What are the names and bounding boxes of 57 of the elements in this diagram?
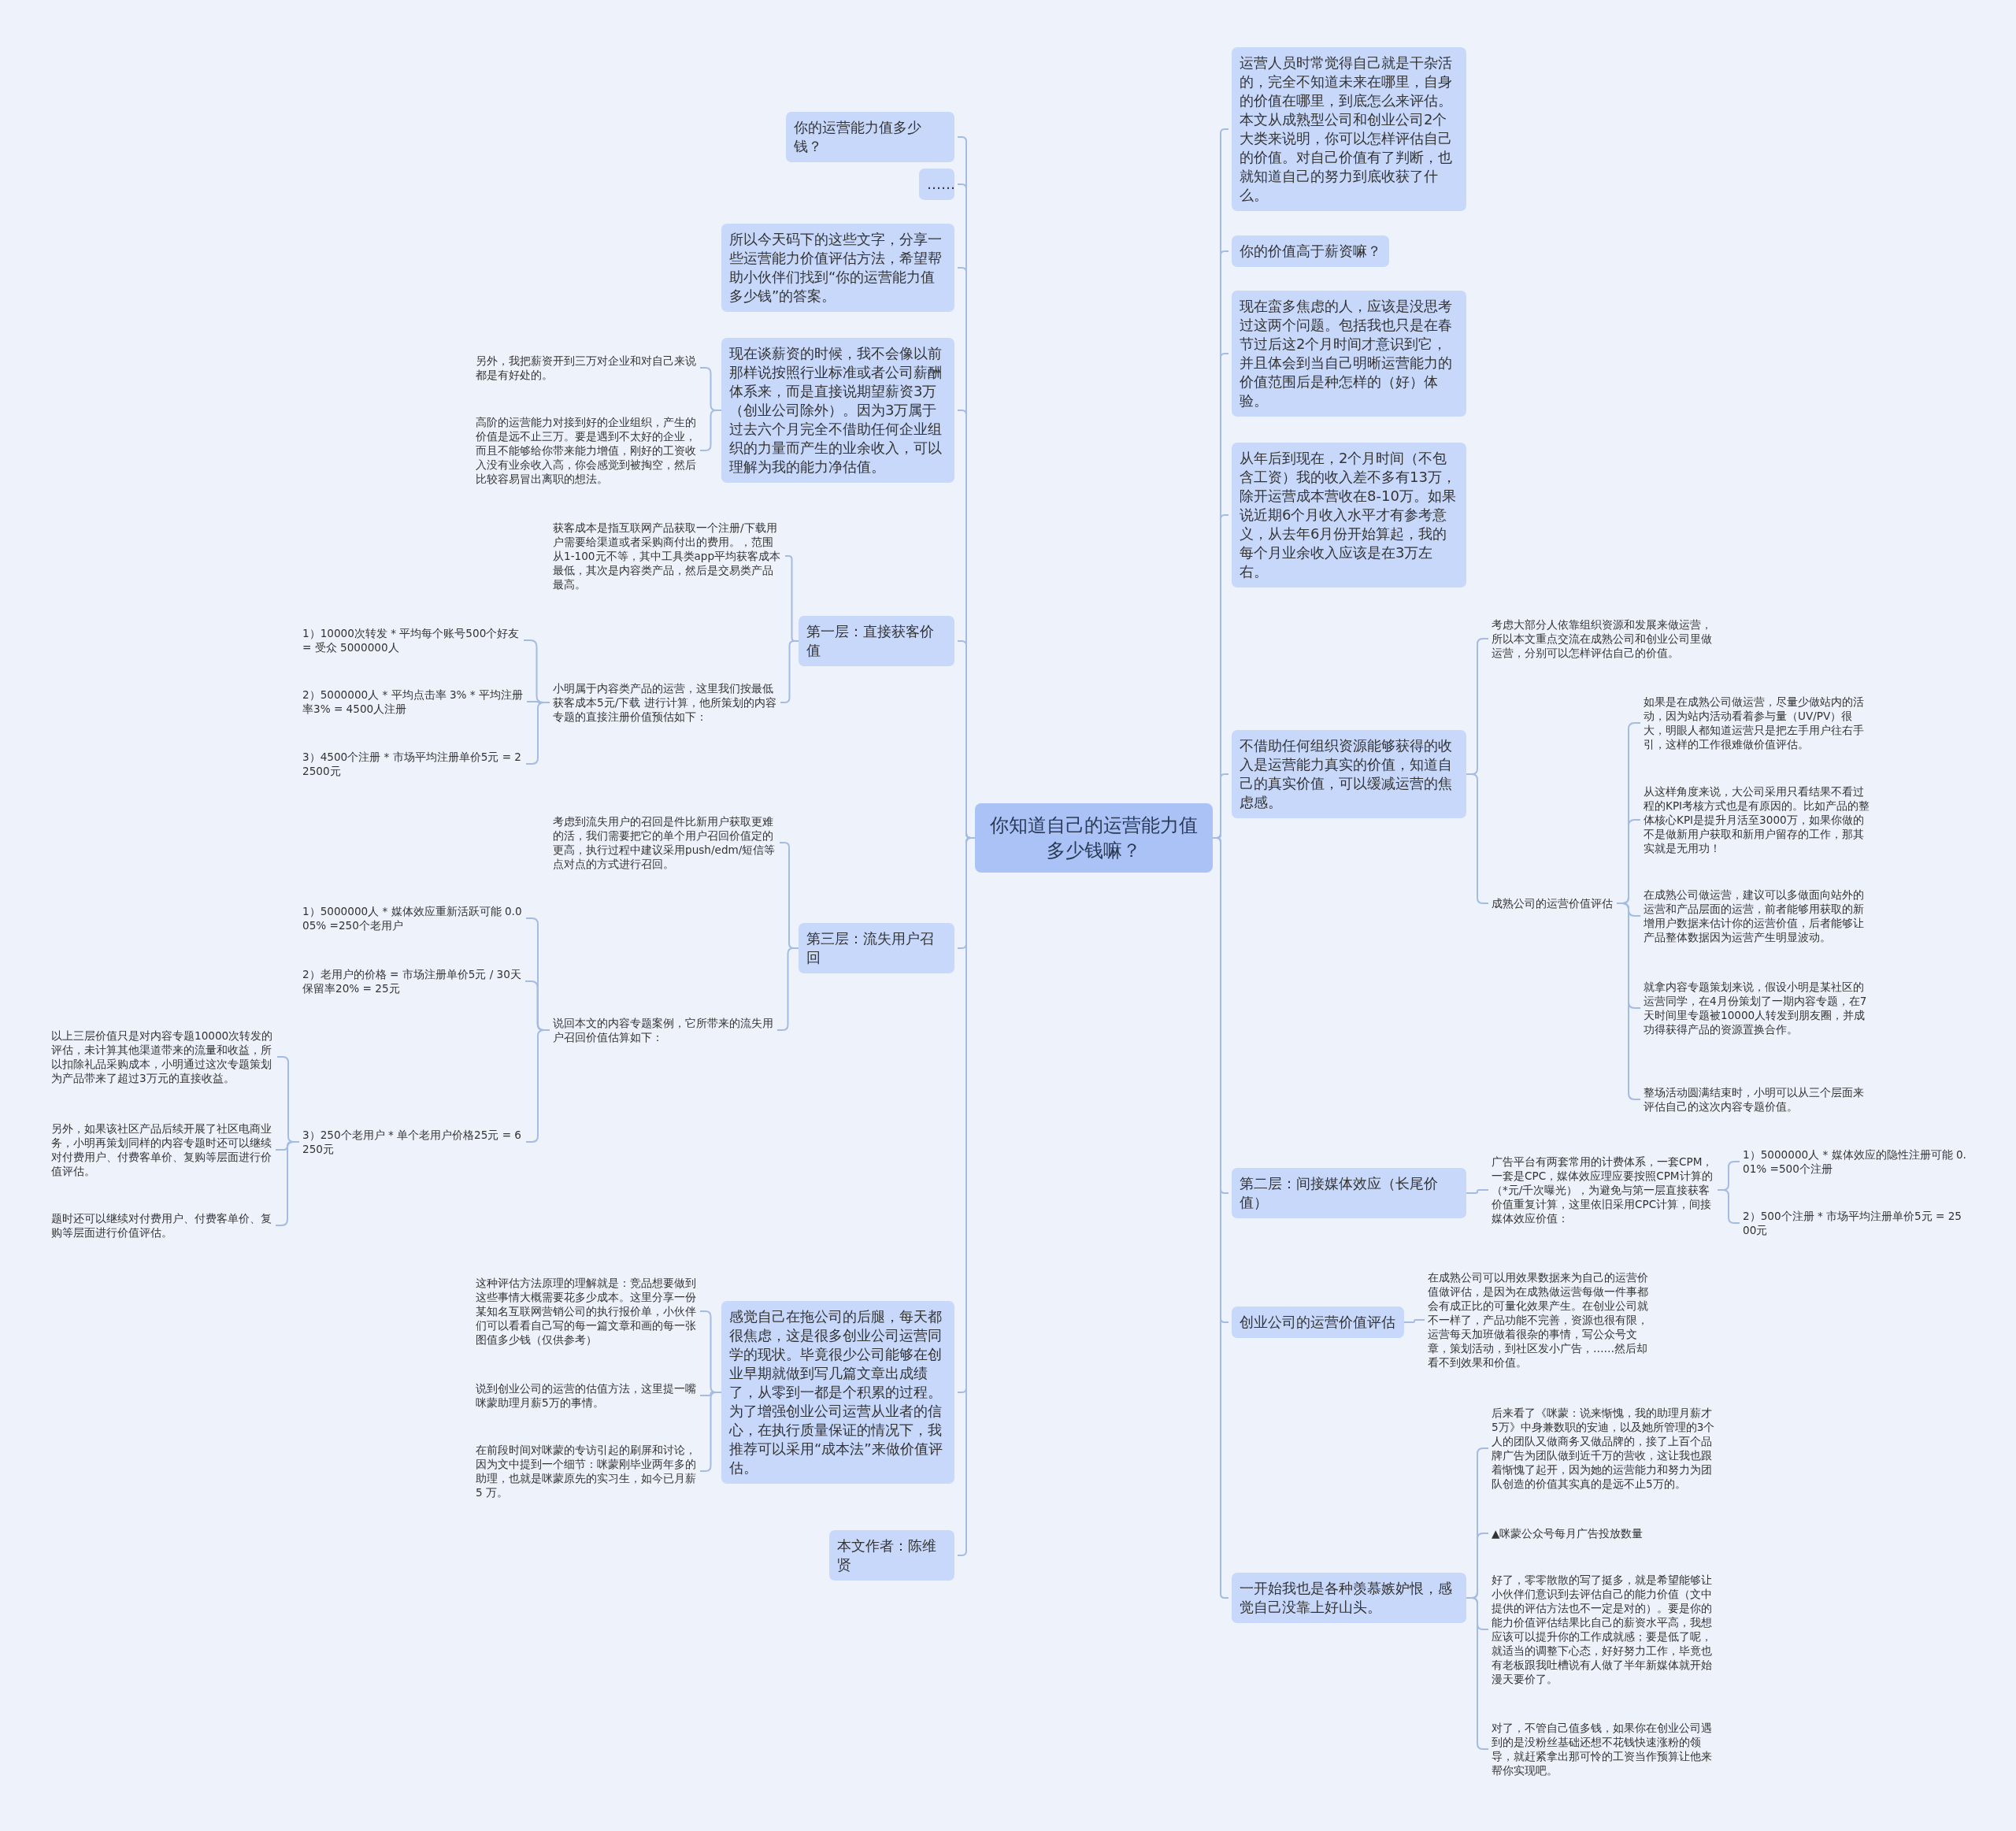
note-text: 另外，我把薪资开到三万对企业和对自己来说都是有好处的。 bbox=[476, 354, 697, 382]
note-text: 2）老用户的价格 = 市场注册单价5元 / 30天保留率20% = 25元 bbox=[302, 967, 522, 995]
connector-line bbox=[780, 640, 799, 703]
note-text: 在成熟公司做运营，建议可以多做面向站外的运营和产品层面的运营，前者能够用获取的新增用户数据来估计你的运营价值，后者能够让产品整体数据因为运营产生明显波动。 bbox=[1644, 888, 1865, 944]
note-text: 成熟公司的运营价值评估 bbox=[1492, 896, 1614, 910]
note-text: 整场活动圆满结束时，小明可以从三个层面来评估自己的这次内容专题价值。 bbox=[1644, 1085, 1865, 1114]
note-text: 高阶的运营能力对接到好的企业组织，产生的价值是远不止三万。要是遇到不太好的企业，而且不能够给你带来能力增值，刚好的工资收入没有业余收入高，你会感觉到被掏空，然后比较容易冒出离职的想法。 bbox=[476, 415, 697, 486]
topic-box: 现在谈薪资的时候，我不会像以前那样说按照行业标准或者公司薪酬体系来，而是直接说期望薪资3万（创业公司除外）。因为3万属于过去六个月完全不借助任何企业组织的力量而产生的业余收入，可以理解为我的能力净估值。 bbox=[721, 338, 954, 483]
connector-line bbox=[1403, 1319, 1425, 1323]
note-text: 说到创业公司的运营的估值方法，这里提一嘴咪蒙助理月薪5万的事情。 bbox=[476, 1381, 697, 1410]
note-text: 2）5000000人 * 平均点击率 3% * 平均注册率3% = 4500人注册 bbox=[302, 688, 524, 716]
topic-box: 不借助任何组织资源能够获得的收入是运营能力真实的价值，知道自己的真实价值，可以缓减运营的焦虑感。 bbox=[1232, 730, 1466, 818]
note-text: 广告平台有两套常用的计费体系，一套CPM，一套是CPC，媒体效应理应要按照CPM计算的（*元/千次曝光），为避免与第一层直接获客价值重复计算，这里依旧采用CPC计算，间接媒体效应价值： bbox=[1492, 1155, 1714, 1225]
connector-line bbox=[699, 410, 722, 451]
note-text: 就拿内容专题策划来说，假设小明是某社区的运营同学，在4月份策划了一期内容专题，在7天时间里专题被10000人转发到朋友圈，并成功得获得产品的资源置换合作。 bbox=[1644, 980, 1868, 1036]
note-text: 这种评估方法原理的理解就是：竞品想要做到这些事情大概需要花多少成本。这里分享一份某知名互联网营销公司的执行报价单，小伙伴们可以看看自己写的每一篇文章和画的每一张图值多少钱（仅供参考） bbox=[476, 1276, 697, 1347]
topic-box: …… bbox=[919, 169, 954, 200]
note-text: 从这样角度来说，大公司采用只看结果不看过程的KPI考核方式也是有原因的。比如产品的整体核心KPI是提升月活至3000万，如果你做的不是做新用户获取和新用户留存的工作，那其实就是无用功！ bbox=[1644, 784, 1871, 855]
topic-box: 本文作者：陈维贤 bbox=[829, 1530, 954, 1581]
note-text: 1）5000000人 * 媒体效应的隐性注册可能 0.01% =500个注册 bbox=[1743, 1147, 1967, 1176]
note-text: 后来看了《咪蒙：说来惭愧，我的助理月薪才5万》中身兼数职的安迪，以及她所管理的3个人的团队又做商务又做品牌的，接了上百个品牌广告为团队做到近千万的营收，这让我也跟着惭愧了起开，因为她的运营能力和努力为团队创造的价值其实真的是远不止5万的。 bbox=[1492, 1406, 1716, 1491]
topic-box: 你的价值高于薪资嘛？ bbox=[1232, 235, 1389, 267]
note-text: 3）4500个注册 * 市场平均注册单价5元 = 22500元 bbox=[302, 750, 523, 778]
note-text: 对了，不管自己值多钱，如果你在创业公司遇到的是没粉丝基础还想不花钱快速涨粉的领导，就赶紧拿出那可怜的工资当作预算让他来帮你实现吧。 bbox=[1492, 1721, 1713, 1777]
note-text: 在成熟公司可以用效果数据来为自己的运营价值做评估，是因为在成熟做运营每做一件事都会有成正比的可量化效果产生。在创业公司就不一样了，产品功能不完善，资源也很有限，运营每天加班做着很杂的事情，写公众号文章，策划活动，到社区发小广告，……然后却看不到效果和价值。 bbox=[1428, 1270, 1649, 1370]
note-text: 2）500个注册 * 市场平均注册单价5元 = 2500元 bbox=[1743, 1209, 1963, 1237]
note-text: 好了，零零散散的写了挺多，就是希望能够让小伙伴们意识到去评估自己的能力价值（文中提供的评估方法也不一定是对的）。要是你的能力价值评估结果比自己的薪资水平高，我想应该可以提升你的工作成就感；要是低了呢，就适当的调整下心态，好好努力工作，毕竟也有老板跟我吐槽说有人做了半年新媒体就开始漫天要价了。 bbox=[1492, 1573, 1713, 1686]
note-text: 获客成本是指互联网产品获取一个注册/下载用户需要给渠道或者采购商付出的费用。，范围从1-100元不等，其中工具类app平均获客成本最低，其次是内容类产品，然后是交易类产品最高。 bbox=[553, 521, 782, 591]
topic-box: 从年后到现在，2个月时间（不包含工资）我的收入差不多有13万，除开运营成本营收在8-10万。如果说近期6个月收入水平才有参考意义，从去年6月份开始算起，我的每个月业余收入应该是在3万左右。 bbox=[1232, 443, 1466, 587]
connector-line bbox=[1466, 1189, 1489, 1194]
note-text: 小明属于内容类产品的运营，这里我们按最低获客成本5元/下载 进行计算，他所策划的内容专题的直接注册价值预估如下： bbox=[553, 681, 777, 724]
connector-line bbox=[776, 947, 799, 1031]
topic-box: 感觉自己在拖公司的后腿，每天都很焦虑，这是很多创业公司运营同学的现状。毕竟很少公司能够在创业早期就做到写几篇文章出成绩了，从零到一都是个积累的过程。为了增强创业公司运营从业者的信心，在执行质量保证的情况下，我推荐可以采用“成本法”来做价值评估。 bbox=[721, 1301, 954, 1484]
topic-box: 所以今天码下的这些文字，分享一些运营能力价值评估方法，希望帮助小伙伴们找到“你的运营能力值多少钱”的答案。 bbox=[721, 224, 954, 312]
topic-box: 第三层：流失用户召回 bbox=[799, 923, 954, 973]
note-text: 如果是在成熟公司做运营，尽量少做站内的活动，因为站内活动看着参与量（UV/PV）很大，明眼人都知道运营只是把左手用户往右手引，这样的工作很难做价值评估。 bbox=[1644, 695, 1865, 751]
topic-box: 创业公司的运营价值评估 bbox=[1232, 1307, 1404, 1338]
topic-box: 你的运营能力值多少钱？ bbox=[786, 112, 954, 162]
connector-line bbox=[1717, 1189, 1740, 1224]
note-text: 1）10000次转发 * 平均每个账号500个好友 = 受众 5000000人 bbox=[302, 626, 521, 654]
note-text: 3）250个老用户 * 单个老用户价格25元 = 6250元 bbox=[302, 1128, 523, 1156]
topic-box: 第一层：直接获客价值 bbox=[799, 616, 954, 666]
note-text: 另外，如果该社区产品后续开展了社区电商业务，小明再策划同样的内容专题时还可以继续对付费用户、付费客单价、复购等层面进行价值评估。 bbox=[51, 1121, 272, 1178]
note-text: 题时还可以继续对付费用户、付费客单价、复购等层面进行价值评估。 bbox=[51, 1211, 272, 1240]
topic-box: 第二层：间接媒体效应（长尾价值） bbox=[1232, 1168, 1466, 1218]
topic-box: 现在蛮多焦虑的人，应该是没思考过这两个问题。包括我也只是在春节过后这2个月时间才意识到它，并且体会到当自己明晰运营能力的价值范围后是种怎样的（好）体验。 bbox=[1232, 291, 1466, 417]
note-text: 说回本文的内容专题案例，它所带来的流失用户召回价值估算如下： bbox=[553, 1016, 774, 1044]
note-text: 在前段时间对咪蒙的专访引起的刷屏和讨论，因为文中提到一个细节：咪蒙刚毕业两年多的助理，也就是咪蒙原先的实习生，如今已月薪 5 万。 bbox=[476, 1443, 697, 1499]
note-text: ▲咪蒙公众号每月广告投放数量 bbox=[1492, 1526, 1644, 1540]
note-text: 考虑大部分人依靠组织资源和发展来做运营，所以本文重点交流在成熟公司和创业公司里做运营，分别可以怎样评估自己的价值。 bbox=[1492, 617, 1713, 660]
topic-box: 一开始我也是各种羡慕嫉妒恨，感觉自己没靠上好山头。 bbox=[1232, 1573, 1466, 1623]
note-text: 1）5000000人 * 媒体效应重新活跃可能 0.005% =250个老用户 bbox=[302, 904, 523, 932]
connector-line bbox=[699, 1392, 722, 1472]
note-text: 考虑到流失用户的召回是件比新用户获取更难的活，我们需要把它的单个用户召回价值定的更高，执行过程中建议采用push/edm/短信等点对点的方式进行召回。 bbox=[553, 814, 776, 871]
note-text: 以上三层价值只是对内容专题10000次转发的评估，未计算其他渠道带来的流量和收益，所以扣除礼品采购成本，小明通过这次专题策划为产品带来了超过3万元的直接收益。 bbox=[51, 1029, 274, 1085]
topic-box: 运营人员时常觉得自己就是干杂活的，完全不知道未来在哪里，自身的价值在哪里，到底怎么来评估。本文从成熟型公司和创业公司2个大类来说明，你可以怎样评估自己的价值。对自己价值有了判断，也就知道自己的努力到底收获了什么。 bbox=[1232, 47, 1466, 211]
central-topic-box: 你知道自己的运营能力值多少钱嘛？ bbox=[975, 803, 1213, 873]
